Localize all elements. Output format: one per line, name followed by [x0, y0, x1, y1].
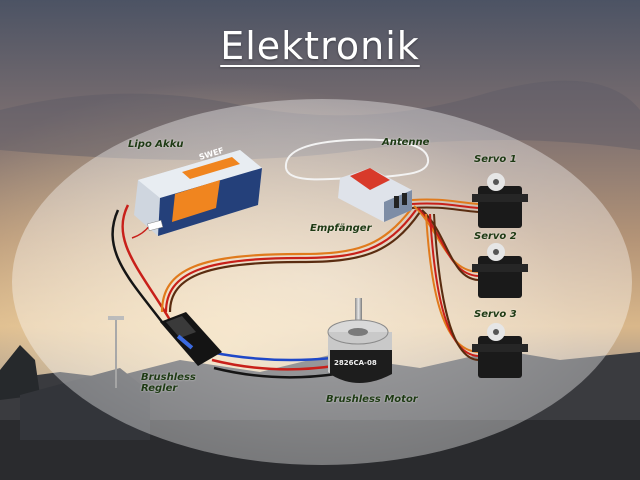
servo-1-icon — [472, 173, 528, 228]
servo3-wire-brown — [433, 213, 479, 361]
servo-3-icon — [472, 323, 528, 378]
label-servo-3: Servo 3 — [474, 309, 517, 320]
label-servo-2: Servo 2 — [474, 231, 517, 242]
antenna-wire-icon — [284, 138, 430, 181]
motor-wire-black — [213, 366, 337, 379]
esc-signal-wire-orange — [160, 207, 413, 313]
lipo-battery-icon — [134, 150, 262, 236]
label-lipo-akku: Lipo Akku — [128, 139, 184, 150]
motor-wire-red — [211, 358, 335, 371]
esc-icon — [160, 312, 222, 366]
servo1-wire-orange — [411, 198, 479, 205]
receiver-icon — [338, 168, 412, 222]
motor-wire-blue — [209, 350, 333, 362]
label-brushless-motor: Brushless Motor — [326, 394, 418, 405]
label-antenne: Antenne — [382, 137, 430, 148]
esc-signal-wire-brown — [168, 211, 421, 313]
servo3-wire-orange — [425, 213, 479, 353]
label-empfaenger: Empfänger — [310, 223, 372, 234]
motor-model-text: 2826CA-08 — [334, 359, 377, 367]
battery-red-wire — [121, 204, 172, 321]
brushless-motor-icon — [327, 298, 392, 383]
battery-black-wire — [111, 209, 163, 323]
label-esc-line2: Regler — [141, 383, 178, 394]
highlight-ellipse — [12, 99, 632, 465]
servo3-wire-red — [429, 213, 479, 357]
tree — [0, 345, 40, 400]
esc-signal-wire-red — [164, 209, 417, 313]
servo-2-icon — [472, 243, 528, 298]
label-esc-line1: Brushless — [141, 372, 196, 383]
page-title: Elektronik — [220, 24, 420, 68]
servo1-wire-brown — [411, 206, 479, 213]
servo1-wire-red — [411, 202, 479, 209]
label-servo-1: Servo 1 — [474, 154, 517, 165]
